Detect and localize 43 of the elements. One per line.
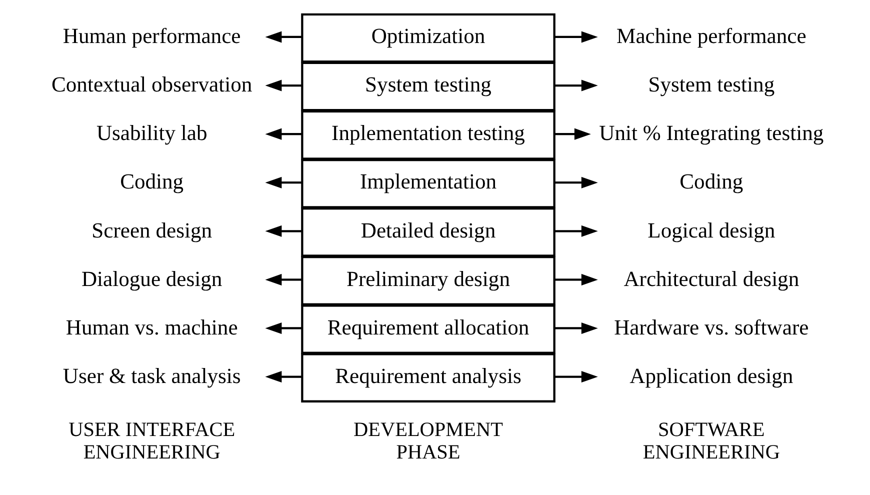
node-text: User & task analysis	[62, 363, 241, 388]
arrow	[265, 273, 302, 285]
node-text: Coding	[120, 169, 184, 194]
node-text: Human vs. machine	[66, 314, 238, 339]
arrow	[265, 128, 302, 140]
arrow	[554, 273, 598, 285]
arrow	[265, 79, 302, 91]
node-text: Screen design	[92, 218, 212, 242]
arrow	[265, 224, 302, 236]
arrow	[554, 224, 598, 236]
node-box: System testing	[301, 61, 556, 111]
node-box: Requirement allocation	[301, 304, 556, 354]
node-box: Inplementation testing	[301, 110, 556, 160]
node-text: Architectural design	[624, 266, 800, 290]
node-text: Coding	[680, 169, 744, 194]
arrow	[554, 128, 591, 140]
node-box: Implementation	[301, 158, 556, 208]
node-text: Application design	[630, 363, 794, 388]
node-box: Optimization	[301, 12, 556, 62]
node-text: Hardware vs. software	[614, 314, 809, 339]
label: DEVELOPMENT PHASE	[354, 418, 503, 464]
node-text: Dialogue design	[81, 266, 222, 290]
node-box: Detailed design	[301, 206, 556, 256]
arrow	[265, 30, 302, 42]
node-text: Human performance	[62, 24, 241, 48]
node-text: Logical design	[648, 218, 776, 242]
arrow	[265, 176, 302, 188]
arrow	[265, 322, 302, 334]
node-text: Unit % Integrating testing	[599, 120, 824, 145]
node-box: Preliminary design	[301, 256, 556, 305]
node-text: Contextual observation	[52, 72, 252, 96]
arrow	[554, 30, 598, 42]
arrow	[265, 370, 302, 382]
arrow	[554, 370, 598, 382]
arrow	[554, 322, 598, 334]
arrow	[554, 79, 598, 91]
node-text: System testing	[648, 72, 775, 96]
arrow	[554, 176, 598, 188]
label: SOFTWARE ENGINEERING	[642, 418, 780, 464]
node-text: Usability lab	[96, 120, 208, 145]
node-text: Machine performance	[616, 24, 806, 48]
label: USER INTERFACE ENGINEERING	[68, 418, 236, 464]
node-box: Requirement analysis	[301, 352, 556, 402]
